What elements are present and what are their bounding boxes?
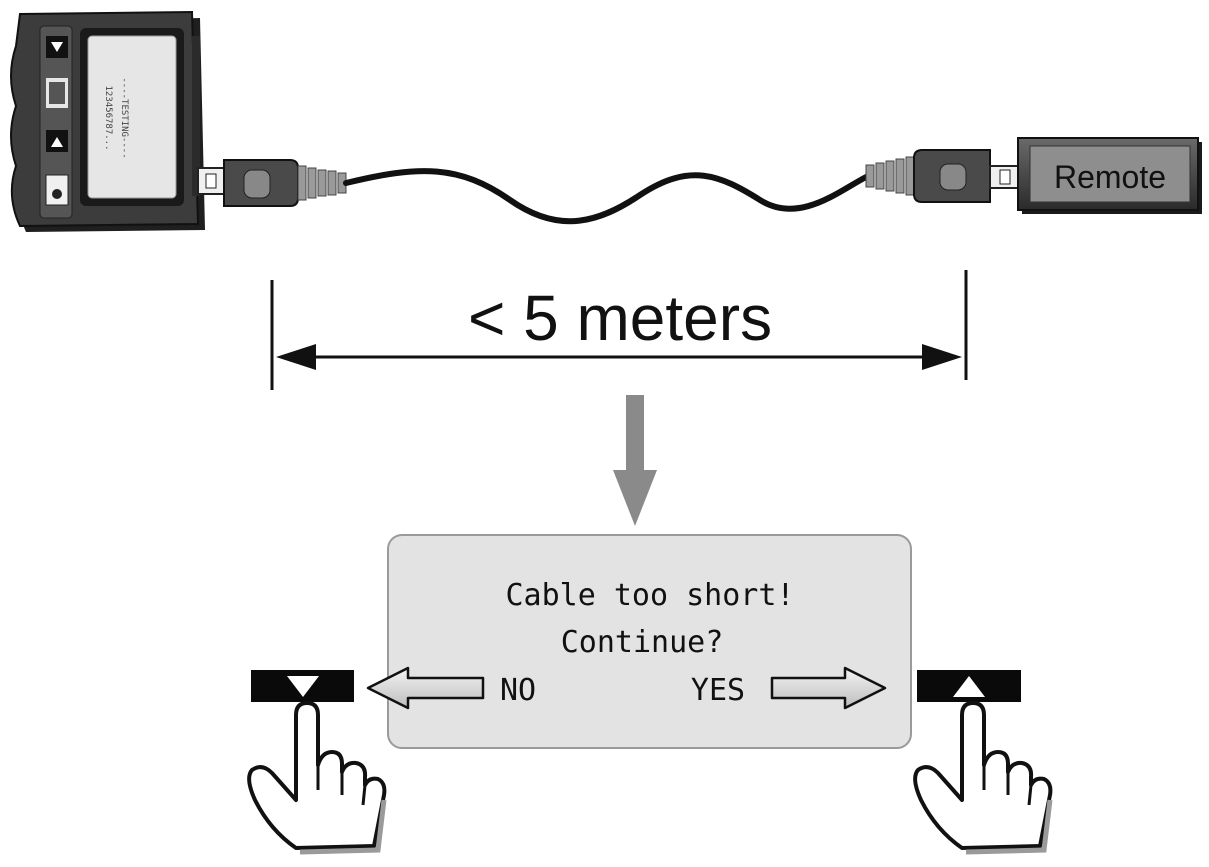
down-triangle-icon bbox=[287, 676, 319, 697]
tester-screen-line2: 123456787... bbox=[103, 85, 113, 150]
remote-label: Remote bbox=[1054, 159, 1166, 195]
dialog-line1: Cable too short! bbox=[506, 578, 795, 613]
dialog-no-option: NO bbox=[500, 673, 536, 708]
dialog-yes-option: YES bbox=[691, 673, 745, 708]
no-left-arrow bbox=[366, 666, 485, 710]
right-pointing-hand-icon bbox=[913, 701, 1053, 855]
remote-unit bbox=[1017, 137, 1202, 214]
left-pointing-hand-icon bbox=[247, 701, 387, 855]
left-plug bbox=[197, 159, 347, 207]
dimension-right-arrowhead bbox=[922, 344, 962, 370]
dialog-line2: Continue? bbox=[561, 625, 724, 660]
measurement-label: < 5 meters bbox=[468, 282, 772, 354]
right-plug bbox=[865, 149, 1021, 203]
tester-screen-text: ----TESTING---- 123456787... bbox=[103, 77, 129, 158]
yes-right-arrow bbox=[770, 666, 887, 710]
tester-device bbox=[10, 10, 205, 232]
tester-screen-line1: ----TESTING---- bbox=[119, 77, 129, 158]
measurement-dimension bbox=[270, 270, 968, 390]
down-key bbox=[251, 670, 354, 702]
dimension-left-arrowhead bbox=[276, 344, 316, 370]
flow-down-arrow bbox=[613, 395, 657, 526]
up-key bbox=[917, 670, 1021, 702]
up-triangle-icon bbox=[953, 676, 985, 697]
network-cable bbox=[343, 168, 871, 225]
